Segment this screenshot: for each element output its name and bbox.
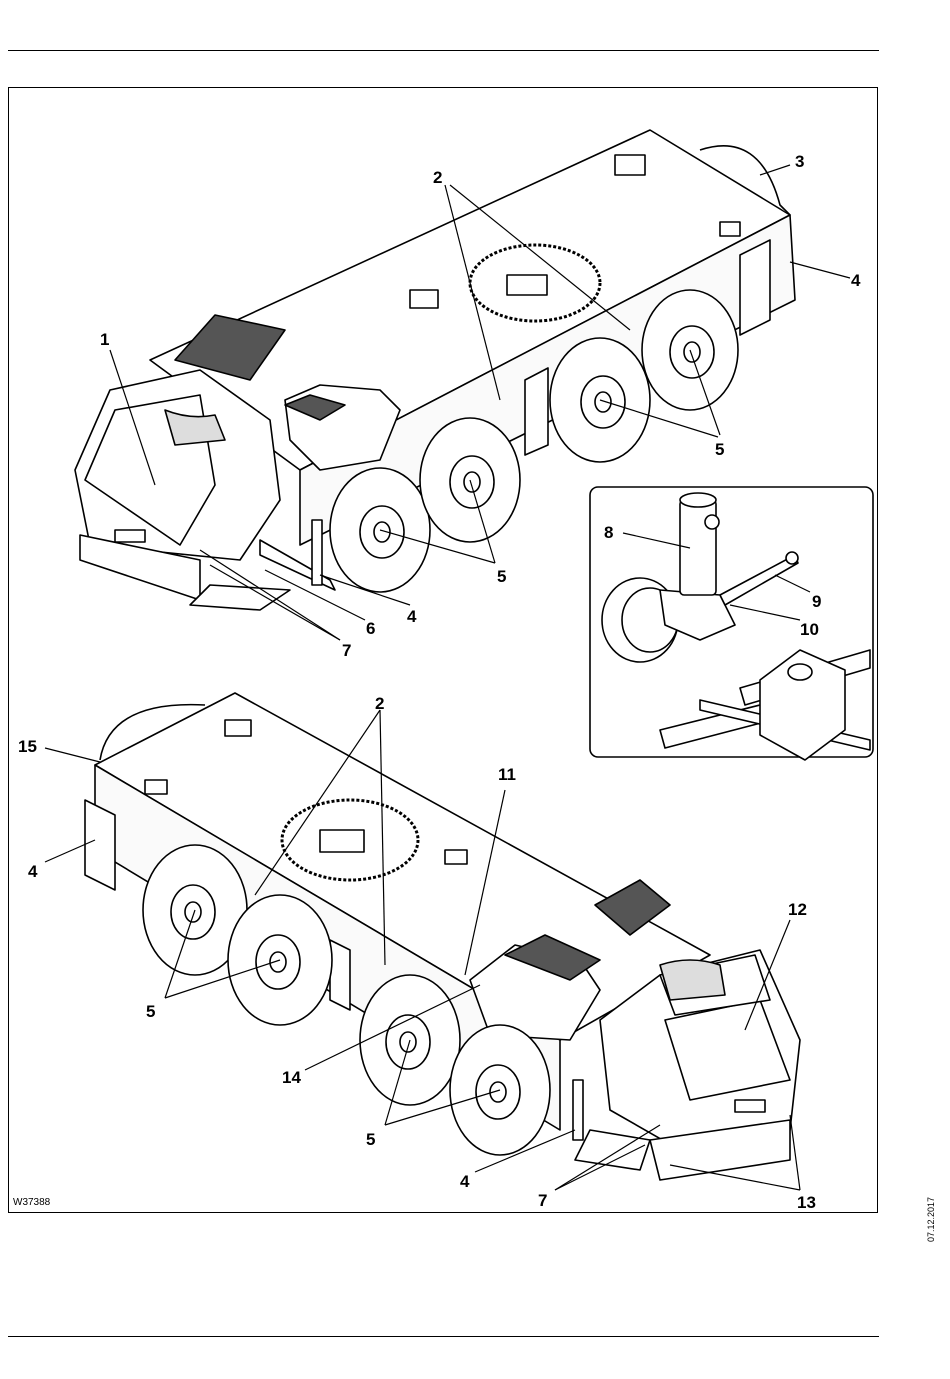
callout-11: 11 [498, 765, 516, 784]
callout-13: 13 [797, 1193, 816, 1212]
callout-5: 5 [715, 440, 724, 459]
callout-9: 9 [812, 592, 821, 611]
inset-detail [590, 487, 873, 760]
callout-4: 4 [851, 271, 861, 290]
callout-7: 7 [538, 1191, 547, 1210]
callout-14: 14 [282, 1068, 301, 1087]
callout-3: 3 [795, 152, 804, 171]
callout-2: 2 [375, 694, 384, 713]
callout-4: 4 [407, 607, 417, 626]
callout-4: 4 [28, 862, 38, 881]
callout-12: 12 [788, 900, 807, 919]
callout-4: 4 [460, 1172, 470, 1191]
callout-5: 5 [146, 1002, 155, 1021]
callout-10: 10 [800, 620, 819, 639]
callout-1: 1 [100, 330, 109, 349]
callout-5: 5 [366, 1130, 375, 1149]
callout-7: 7 [342, 641, 351, 660]
callout-8: 8 [604, 523, 613, 542]
figure-code: W37388 [13, 1197, 50, 1208]
callout-6: 6 [366, 619, 375, 638]
callout-5: 5 [497, 567, 506, 586]
callout-15: 15 [18, 737, 37, 756]
document-date: 07.12.2017 [926, 1197, 936, 1242]
callout-2: 2 [433, 168, 442, 187]
